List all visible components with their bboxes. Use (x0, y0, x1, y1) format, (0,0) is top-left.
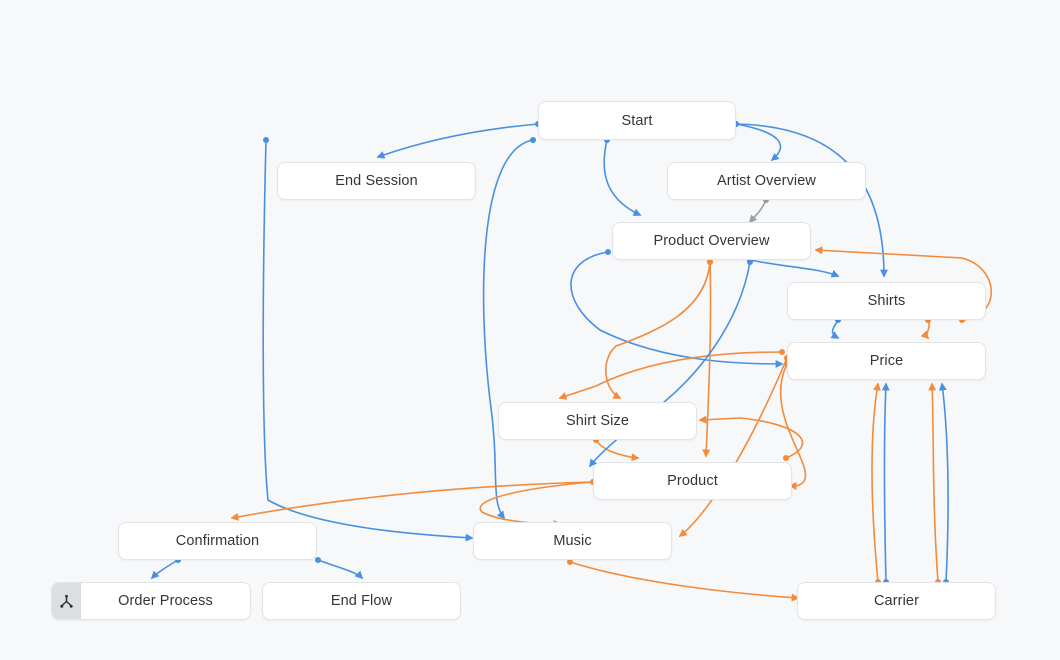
node-start[interactable]: Start (538, 101, 736, 140)
node-label: Product (667, 473, 718, 489)
edge-source-dot (530, 137, 536, 143)
edge-product-to-confirmation (230, 481, 594, 521)
edge-source-dot (315, 557, 321, 563)
node-product-overview[interactable]: Product Overview (612, 222, 811, 260)
node-label: Price (869, 353, 904, 369)
edge-source-dot (779, 349, 785, 355)
edge-start-to-music (482, 139, 534, 520)
edge-product-overview-to-shirt-size (605, 261, 711, 399)
node-label: End Session (335, 173, 418, 189)
node-label: Product Overview (653, 233, 770, 249)
edge-shirt-size-to-product (595, 439, 640, 462)
node-label: Artist Overview (717, 173, 816, 189)
node-confirmation[interactable]: Confirmation (118, 522, 317, 560)
edge-product-to-music (479, 481, 594, 528)
edge-music-to-carrier (569, 561, 800, 602)
node-price[interactable]: Price (787, 342, 986, 380)
edge-confirmation-to-order-process (150, 559, 179, 580)
node-carrier[interactable]: Carrier (797, 582, 996, 620)
node-label: End Flow (330, 593, 393, 609)
edge-source-dot (263, 137, 269, 143)
node-shirts[interactable]: Shirts (787, 282, 986, 320)
edge-product-overview-to-price (570, 251, 784, 368)
node-artist-overview[interactable]: Artist Overview (667, 162, 866, 200)
edge-confirmation-to-end-flow (317, 559, 364, 580)
node-label: Music (553, 533, 592, 549)
node-label: Carrier (873, 593, 919, 609)
node-label: Shirts (867, 293, 906, 309)
edge-source-dot (605, 249, 611, 255)
hierarchy-icon (52, 583, 81, 619)
edge-product-to-shirt-size (698, 415, 804, 459)
edge-artist-overview-to-product-overview (748, 199, 767, 224)
edge-product-overview-to-product (702, 261, 712, 458)
edge-source-dot (783, 455, 789, 461)
edge-carrier-to-price (938, 382, 949, 583)
edge-start-to-product-overview (603, 139, 642, 216)
node-shirt-size[interactable]: Shirt Size (498, 402, 697, 440)
edge-carrier-to-price (871, 382, 881, 583)
edge-start-to-end-session (376, 123, 539, 159)
node-product[interactable]: Product (593, 462, 792, 500)
edge-start-to-artist-overview (735, 123, 782, 162)
node-label: Start (621, 112, 653, 129)
node-label: Shirt Size (565, 413, 630, 429)
node-order-process[interactable]: Order Process (51, 582, 251, 620)
node-music[interactable]: Music (473, 522, 672, 560)
edge-price-to-shirt-size (558, 351, 783, 400)
node-label: Confirmation (175, 533, 260, 549)
edge-product-overview-to-shirts (749, 259, 840, 278)
edge-shirts-to-price (920, 319, 930, 340)
edge-carrier-to-price (928, 382, 939, 583)
edge-shirts-to-price (830, 319, 840, 339)
node-end-session[interactable]: End Session (277, 162, 476, 200)
edge-price-to-music (678, 357, 788, 538)
edge-carrier-to-price (881, 382, 890, 583)
node-label: Order Process (118, 593, 213, 609)
node-end-flow[interactable]: End Flow (262, 582, 461, 620)
